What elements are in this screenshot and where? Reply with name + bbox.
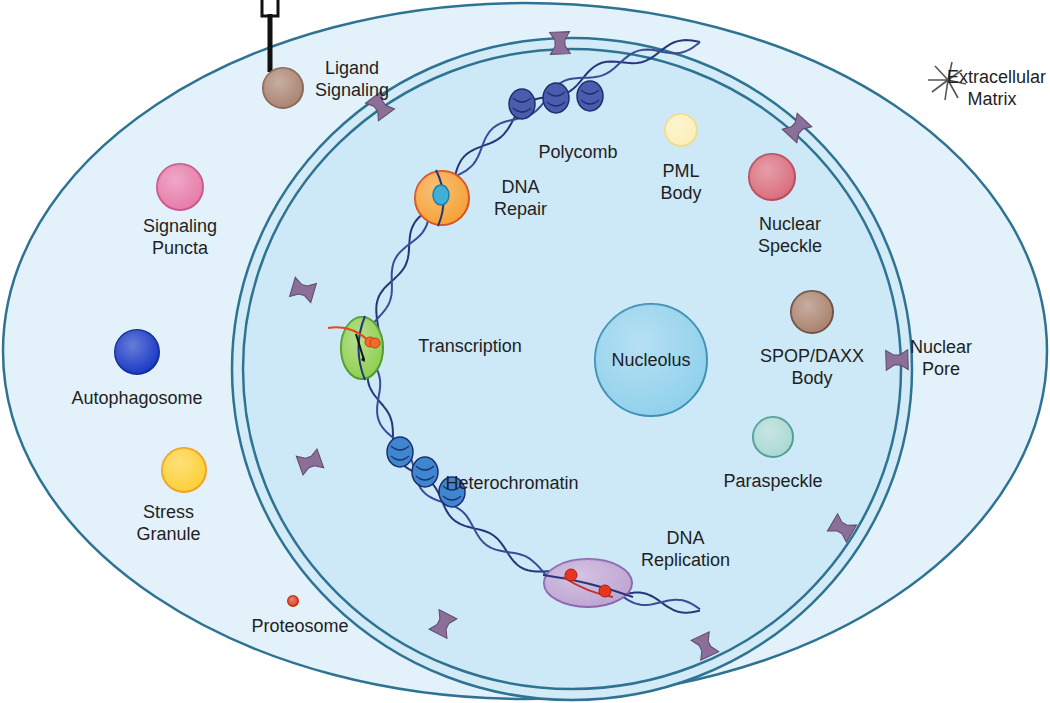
- node-label: Signaling Puncta: [143, 215, 217, 259]
- node-label: Stress Granule: [130, 501, 207, 545]
- condensate-shape: [338, 314, 386, 382]
- nuclear-envelope-inner: [243, 49, 901, 689]
- node-label: DNA Repair: [494, 176, 547, 220]
- condensate-node: Ligand Signaling: [262, 67, 304, 109]
- condensate-node: Nuclear Speckle: [748, 153, 796, 201]
- node-label: Proteosome: [251, 615, 348, 637]
- condensate-shape: [750, 414, 796, 460]
- condensate-shape: [285, 593, 301, 609]
- condensate-shape: [159, 445, 209, 495]
- condensate-node: PML Body: [664, 113, 698, 147]
- condensate-node: Paraspeckle: [752, 416, 794, 458]
- node-label: DNA Replication: [641, 527, 730, 571]
- condensate-node: Stress Granule: [161, 447, 207, 493]
- node-label: Nucleolus: [611, 349, 690, 371]
- cell-membrane: [3, 3, 1047, 699]
- structure-label: Polycomb: [538, 141, 617, 163]
- nuclear-envelope-outer: [232, 38, 912, 700]
- condensate-node: DNA Replication: [543, 558, 633, 608]
- condensate-shape: [112, 327, 162, 377]
- condensate-shape: [746, 151, 798, 203]
- condensate-node: DNA Repair: [414, 170, 470, 226]
- condensate-node: Proteosome: [287, 595, 299, 607]
- condensate-node: Transcription: [340, 316, 384, 380]
- node-label: PML Body: [660, 160, 701, 204]
- condensate-shape: [541, 556, 635, 610]
- condensate-shape: [260, 65, 306, 111]
- node-label: Nuclear Speckle: [758, 213, 822, 257]
- condensate-node: SPOP/DAXX Body: [790, 290, 834, 334]
- node-label: Autophagosome: [71, 387, 202, 409]
- condensate-shape: [412, 168, 472, 228]
- node-label: Ligand Signaling: [315, 57, 389, 101]
- structure-label: Heterochromatin: [445, 472, 578, 494]
- node-label: Transcription: [418, 335, 521, 357]
- structure-label: Nuclear Pore: [896, 336, 986, 380]
- receptor: [262, 0, 278, 72]
- condensate-node: Signaling Puncta: [156, 163, 204, 211]
- structure-label: Extracellular Matrix: [947, 66, 1037, 110]
- condensate-shape: [788, 288, 836, 336]
- nuclear-pores: [290, 32, 909, 661]
- node-label: Paraspeckle: [723, 470, 822, 492]
- node-label: SPOP/DAXX Body: [760, 345, 864, 389]
- condensate-shape: [154, 161, 206, 213]
- condensate-node: Nucleolus: [594, 303, 708, 417]
- condensate-node: Autophagosome: [114, 329, 160, 375]
- condensate-shape: [662, 111, 700, 149]
